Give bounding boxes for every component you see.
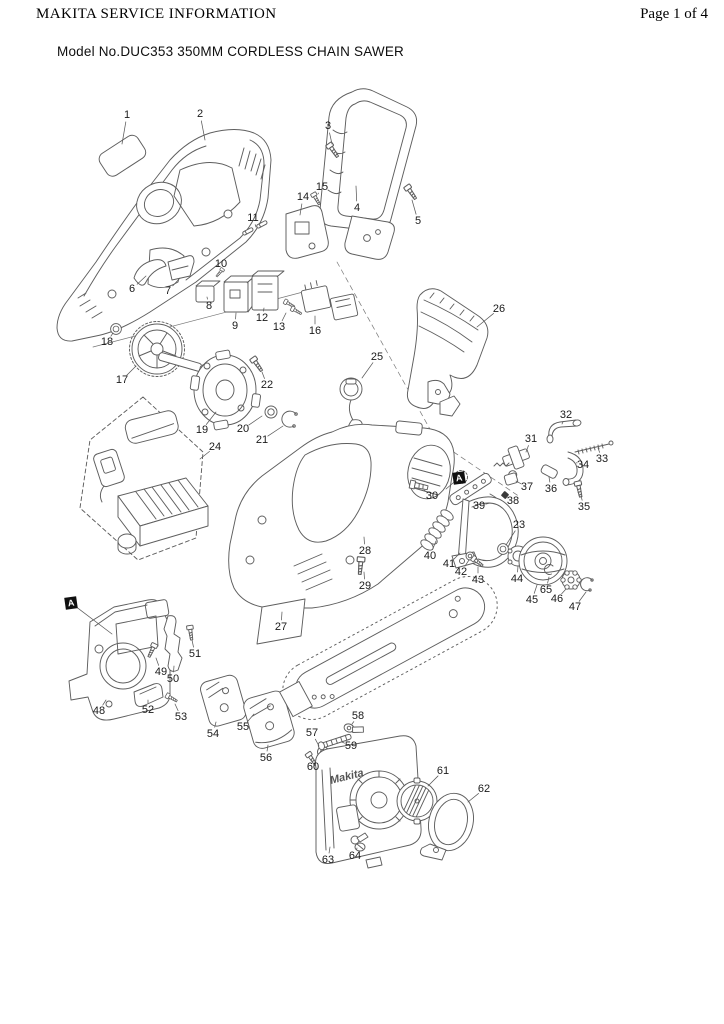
part-27-label-plate-art xyxy=(256,598,306,645)
part-label-32: 32 xyxy=(559,409,573,421)
part-label-29: 29 xyxy=(358,580,372,592)
part-35-bolt-art xyxy=(573,480,585,499)
part-label-2: 2 xyxy=(196,108,204,120)
part-15-screw-art xyxy=(309,191,323,207)
part-label-43: 43 xyxy=(471,574,485,586)
part-label-3: 3 xyxy=(324,120,332,132)
part-label-21: 21 xyxy=(255,434,269,446)
part-label-51: 51 xyxy=(188,648,202,660)
part-label-47: 47 xyxy=(568,601,582,613)
part-label-15: 15 xyxy=(315,181,329,193)
part-51-screw-art xyxy=(186,624,196,641)
document-title: MAKITA SERVICE INFORMATION xyxy=(36,6,277,22)
part-label-19: 19 xyxy=(195,424,209,436)
part-1-plate-art xyxy=(98,134,147,177)
part-label-55: 55 xyxy=(236,721,250,733)
part-label-63: 63 xyxy=(321,854,335,866)
part-label-30: 30 xyxy=(425,490,439,502)
part-guide-bar-chain-art xyxy=(279,576,498,720)
part-label-33: 33 xyxy=(595,453,609,465)
part-label-45: 45 xyxy=(525,594,539,606)
part-18-bearing-art xyxy=(110,323,122,335)
part-label-4: 4 xyxy=(353,202,361,214)
parts-48-56-guard-art xyxy=(68,599,295,749)
part-label-61: 61 xyxy=(436,765,450,777)
part-28-main-body-art xyxy=(228,420,455,609)
part-label-22: 22 xyxy=(260,379,274,391)
part-label-39: 39 xyxy=(472,500,486,512)
part-label-18: 18 xyxy=(100,336,114,348)
part-label-28: 28 xyxy=(358,545,372,557)
part-4-front-handle-art xyxy=(319,88,418,260)
part-label-16: 16 xyxy=(308,325,322,337)
part-label-35: 35 xyxy=(577,501,591,513)
part-label-23: 23 xyxy=(512,519,526,531)
detail-marker-a-1: A xyxy=(452,471,466,485)
part-label-11: 11 xyxy=(247,212,259,224)
part-19-motor-endbell-art xyxy=(189,349,262,431)
part-20-bearing-art xyxy=(264,405,278,419)
part-label-12: 12 xyxy=(255,312,269,324)
part-label-10: 10 xyxy=(214,258,228,270)
part-label-37: 37 xyxy=(520,481,534,493)
part-label-62: 62 xyxy=(477,783,491,795)
part-label-64: 64 xyxy=(348,850,362,862)
part-22-screw-art xyxy=(249,355,265,374)
part-label-1: 1 xyxy=(123,109,131,121)
part-label-38: 38 xyxy=(506,495,520,507)
part-label-40: 40 xyxy=(423,550,437,562)
part-label-24: 24 xyxy=(208,441,222,453)
leader-lines xyxy=(76,120,600,854)
part-label-53: 53 xyxy=(174,711,188,723)
page-number: Page 1 of 4 xyxy=(640,6,708,22)
part-label-14: 14 xyxy=(296,191,310,203)
model-title: Model No.DUC353 350MM CORDLESS CHAIN SAW… xyxy=(57,44,404,59)
part-label-49: 49 xyxy=(154,666,168,678)
part-label-34: 34 xyxy=(576,459,590,471)
part-13-screw2-art xyxy=(289,305,303,317)
part-label-6: 6 xyxy=(128,283,136,295)
part-label-60: 60 xyxy=(306,761,320,773)
part-label-13: 13 xyxy=(272,321,286,333)
part-label-54: 54 xyxy=(206,728,220,740)
part-label-46: 46 xyxy=(550,593,564,605)
part-label-25: 25 xyxy=(370,351,384,363)
part-label-41: 41 xyxy=(442,558,456,570)
part-label-44: 44 xyxy=(510,573,524,585)
detail-marker-a-2: A xyxy=(64,596,78,610)
part-5-screw-art xyxy=(403,183,419,202)
part-label-56: 56 xyxy=(259,752,273,764)
part-label-57: 57 xyxy=(305,727,319,739)
parts-61-64-sprocket-cover-art: Makita xyxy=(315,735,474,869)
part-30-bolt-art xyxy=(408,479,429,491)
part-label-26: 26 xyxy=(492,303,506,315)
part-label-65: 65 xyxy=(539,584,553,596)
part-label-7: 7 xyxy=(164,285,172,297)
parts-39-47-brake-clutch-art xyxy=(420,470,594,592)
part-label-5: 5 xyxy=(414,215,422,227)
parts-6-16-switch-cluster-art xyxy=(133,205,359,321)
part-label-59: 59 xyxy=(344,740,358,752)
parts-31-38-oil-pump-art xyxy=(493,419,614,499)
part-label-42: 42 xyxy=(454,566,468,578)
part-label-27: 27 xyxy=(274,621,288,633)
part-label-8: 8 xyxy=(205,300,213,312)
part-17-flywheel-art xyxy=(129,321,211,377)
part-label-31: 31 xyxy=(524,433,538,445)
part-label-58: 58 xyxy=(351,710,365,722)
part-label-52: 52 xyxy=(141,704,155,716)
part-label-36: 36 xyxy=(544,483,558,495)
part-23-ring-art xyxy=(497,543,509,555)
part-21-snap-ring-art xyxy=(281,410,298,428)
part-label-50: 50 xyxy=(166,673,180,685)
part-26-rear-handle-art xyxy=(406,288,489,417)
part-label-9: 9 xyxy=(231,320,239,332)
part-label-17: 17 xyxy=(115,374,129,386)
part-label-48: 48 xyxy=(92,705,106,717)
part-label-20: 20 xyxy=(236,423,250,435)
part-24-controller-group-art xyxy=(79,396,209,561)
